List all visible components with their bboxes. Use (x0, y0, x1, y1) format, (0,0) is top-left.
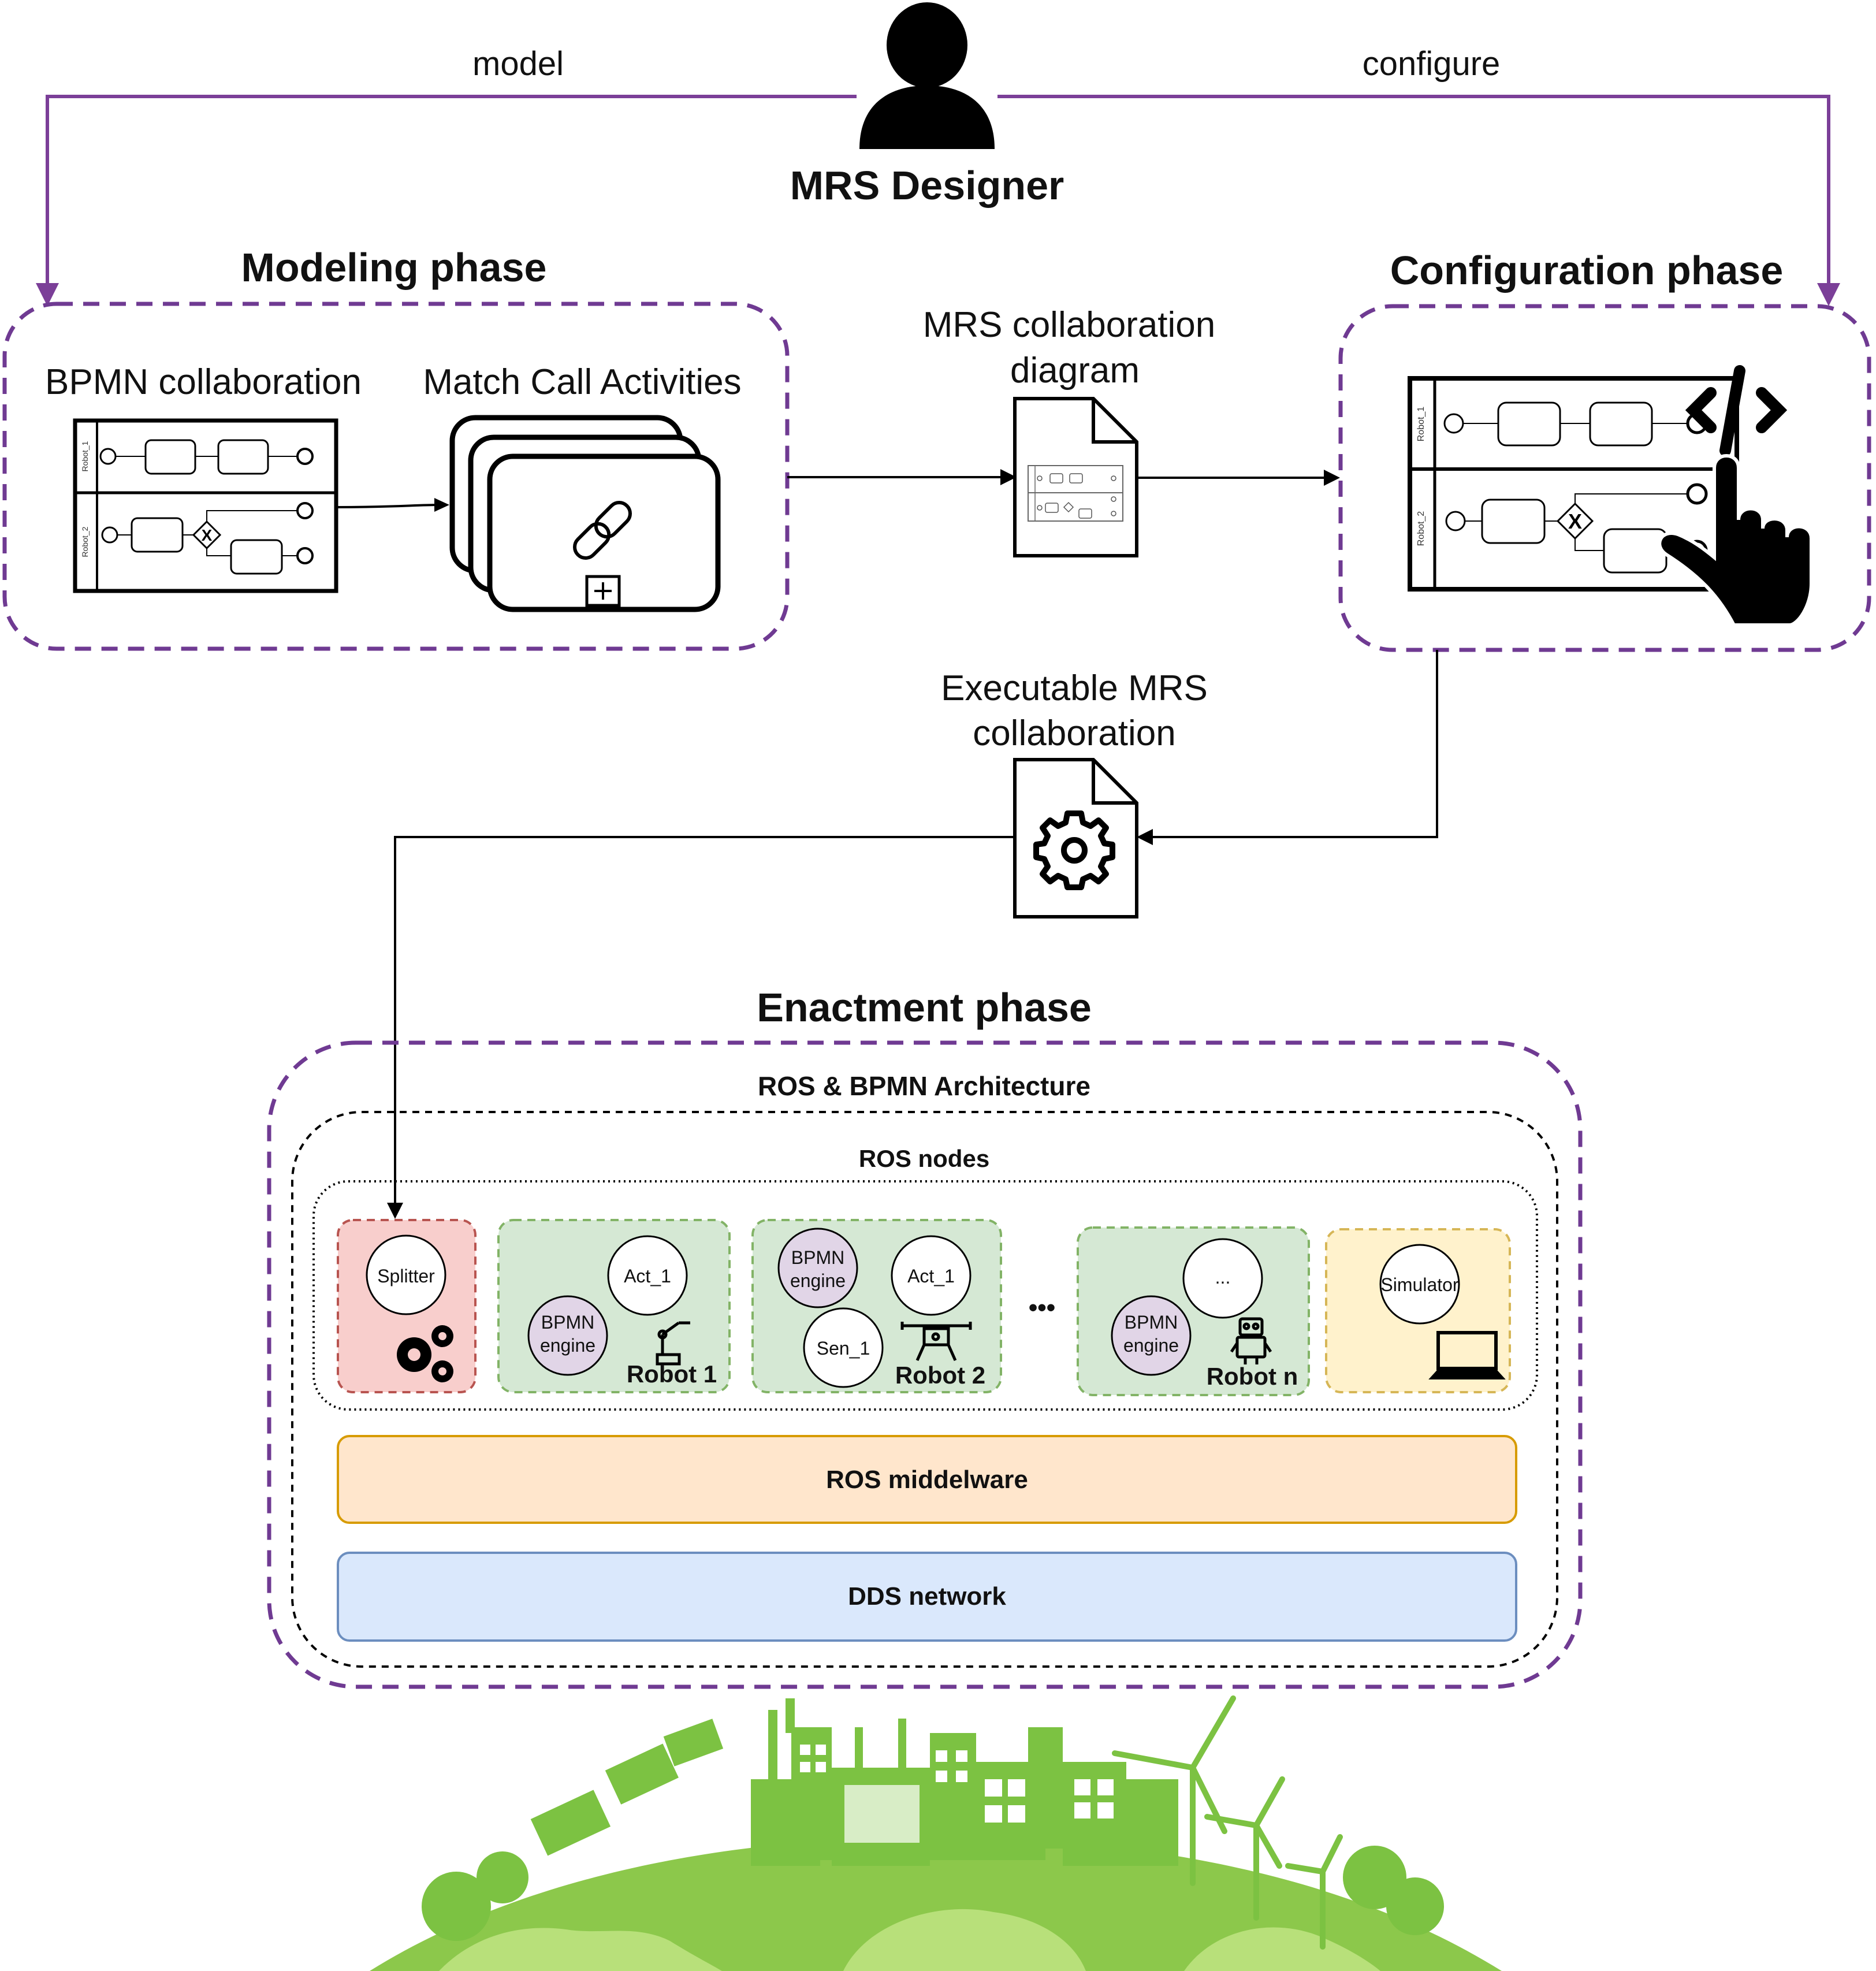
enactment-phase-box (267, 1040, 1583, 1689)
robotn-name: Robot n (1207, 1363, 1298, 1390)
nodes-ellipsis: ••• (1029, 1293, 1055, 1322)
collab-doc-label-1: MRS collaboration (923, 305, 1216, 345)
svg-text:X: X (1568, 510, 1582, 533)
green-city-illustration (370, 1695, 1502, 1971)
architecture-box (291, 1111, 1558, 1668)
splitter-node: Splitter (337, 1219, 477, 1393)
bpmn-collaboration-label: BPMN collaboration (45, 362, 362, 402)
simulator-node: Simulator (1325, 1228, 1511, 1393)
architecture-label: ROS & BPMN Architecture (758, 1071, 1090, 1101)
robot2-engine-2: engine (790, 1270, 846, 1291)
ros-middleware-label: ROS middelware (826, 1466, 1028, 1494)
modeling-to-doc-arrow (787, 469, 1017, 485)
robotn-act: ... (1215, 1267, 1231, 1288)
splitter-label: Splitter (377, 1266, 435, 1286)
designer-icon (859, 2, 995, 149)
config-lane-1-label: Robot_1 (1416, 407, 1426, 442)
robot2-name: Robot 2 (895, 1362, 985, 1389)
pointing-hand-icon (1658, 454, 1813, 627)
svg-text:X: X (202, 526, 213, 544)
simulator-label: Simulator (1380, 1274, 1459, 1295)
robot1-name: Robot 1 (627, 1360, 717, 1388)
robot2-engine-1: BPMN (791, 1247, 844, 1268)
designer-arrows (36, 95, 1840, 306)
ros-middleware-bar (337, 1435, 1517, 1524)
robot1-engine-1: BPMN (541, 1312, 594, 1333)
robot2-node: BPMN engine Act_1 Sen_1 Robot 2 (751, 1219, 1002, 1393)
bpmn-collaboration-diagram: Robot_1 Robot_2 X (73, 418, 338, 593)
designer-label: MRS Designer (790, 163, 1064, 208)
dds-network-label: DDS network (848, 1582, 1006, 1611)
exec-doc-label-2: collaboration (973, 713, 1176, 753)
exec-to-splitter-arrow (387, 836, 1015, 1219)
match-call-activities-label: Match Call Activities (423, 362, 741, 402)
robot-arm-icon (656, 1321, 690, 1366)
robotn-node: ... BPMN engine Robot n (1077, 1226, 1310, 1396)
robot1-act: Act_1 (624, 1266, 671, 1286)
robotn-engine-2: engine (1123, 1335, 1179, 1356)
laptop-icon (1428, 1331, 1506, 1379)
modeling-phase-title: Modeling phase (241, 245, 547, 290)
call-activities-stack (449, 415, 721, 612)
robot1-engine-2: engine (540, 1335, 595, 1356)
model-label: model (472, 45, 564, 83)
configuration-phase-title: Configuration phase (1390, 248, 1784, 293)
exec-doc-label-1: Executable MRS (941, 668, 1208, 708)
robot2-act: Act_1 (907, 1266, 955, 1286)
ros-nodes-box (312, 1180, 1538, 1411)
drone-icon (900, 1322, 972, 1362)
robot-icon (1230, 1317, 1272, 1364)
collab-doc-label-2: diagram (1010, 351, 1140, 391)
gear-icon (1033, 810, 1115, 890)
robot2-sen: Sen_1 (817, 1338, 870, 1359)
link-icon (573, 501, 632, 560)
gears-icon (397, 1325, 453, 1382)
configuration-phase-box (1338, 304, 1871, 652)
ros-nodes-label: ROS nodes (859, 1145, 989, 1172)
lane-1-label: Robot_1 (80, 441, 90, 471)
dds-network-bar (337, 1552, 1517, 1642)
configure-label: configure (1363, 45, 1501, 83)
collab-doc-icon (1013, 397, 1138, 557)
robotn-engine-1: BPMN (1125, 1312, 1178, 1333)
code-icon (1685, 365, 1788, 456)
config-lane-2-label: Robot_2 (1416, 511, 1426, 546)
config-to-exec-arrow (1137, 650, 1438, 845)
enactment-phase-title: Enactment phase (757, 985, 1092, 1030)
robot1-node: Act_1 BPMN engine Robot 1 (497, 1219, 731, 1393)
lane-2-label: Robot_2 (80, 526, 90, 557)
bpmn-to-call-arrow (336, 498, 449, 512)
doc-to-configuration-arrow (1137, 470, 1340, 486)
